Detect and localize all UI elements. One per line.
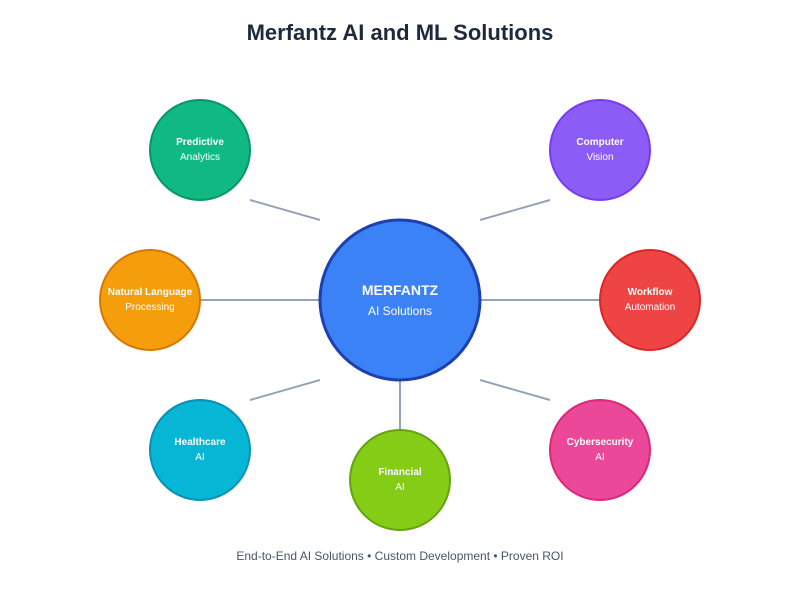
node-circle: [99, 249, 201, 351]
node-computer-vision: Computer Vision: [549, 99, 651, 201]
node-cybersecurity-ai: Cybersecurity AI: [549, 399, 651, 501]
node-circle: [149, 99, 251, 201]
connector-cybersecurity: [479, 379, 551, 401]
node-label: Cybersecurity: [567, 437, 634, 448]
node-predictive-analytics: Predictive Analytics: [149, 99, 251, 201]
center-circle: [318, 218, 482, 382]
node-label: Healthcare: [174, 437, 226, 448]
connectors: [200, 199, 600, 430]
node-circle: [549, 399, 651, 501]
node-circle: [549, 99, 651, 201]
node-financial-ai: Financial AI: [349, 429, 451, 531]
node-label: Computer: [576, 137, 623, 148]
center-title: MERFANTZ: [362, 282, 439, 298]
node-label: Workflow: [628, 287, 673, 298]
connector-healthcare: [249, 379, 321, 401]
node-circle: [599, 249, 701, 351]
node-circle: [149, 399, 251, 501]
node-sublabel: AI: [195, 452, 204, 463]
center-subtitle: AI Solutions: [368, 304, 432, 318]
node-circle: [349, 429, 451, 531]
node-sublabel: Automation: [625, 302, 676, 313]
node-sublabel: Processing: [125, 302, 174, 313]
node-label: Predictive: [176, 137, 224, 148]
page-title: Merfantz AI and ML Solutions: [247, 20, 554, 45]
node-label: Financial: [378, 467, 422, 478]
node-healthcare-ai: Healthcare AI: [149, 399, 251, 501]
center-node: MERFANTZ AI Solutions: [318, 218, 482, 382]
node-sublabel: AI: [595, 452, 604, 463]
connector-predictive: [249, 199, 321, 221]
node-sublabel: Vision: [586, 152, 613, 163]
node-sublabel: Analytics: [180, 152, 220, 163]
connector-computer-vision: [479, 199, 551, 221]
node-workflow-automation: Workflow Automation: [599, 249, 701, 351]
node-label: Natural Language: [108, 287, 193, 298]
node-natural-language-processing: Natural Language Processing: [99, 249, 201, 351]
node-sublabel: AI: [395, 482, 404, 493]
footer-tagline: End-to-End AI Solutions • Custom Develop…: [236, 549, 563, 563]
